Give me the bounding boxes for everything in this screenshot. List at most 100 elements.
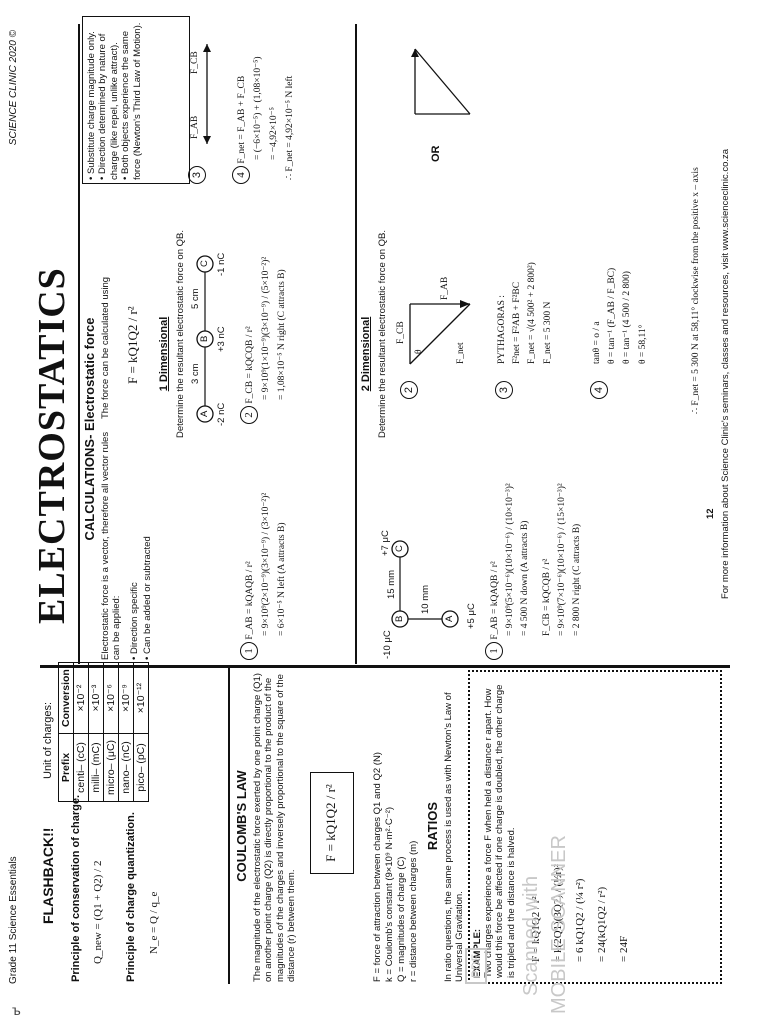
- note-text: Direction determined by nature of charge…: [97, 33, 120, 180]
- definition-item: r = distance between charges (m): [407, 840, 419, 982]
- page-number: 12: [705, 508, 716, 519]
- step-line: F_CB = kQCQB / r²: [541, 558, 552, 636]
- pythagoras-block: PYTHAGORAS : F²net = F²AB + F²BC F_net =…: [495, 184, 556, 364]
- step-number: 2: [240, 406, 258, 424]
- step-line: 1 F_AB = kQAQB / r²: [485, 420, 503, 660]
- table-cell: ×10⁻¹²: [133, 662, 149, 734]
- two-d-charge-c-value: +7 μC: [380, 530, 391, 556]
- step-line: ∴ F_net = 4,92×10⁻⁵ N left: [285, 75, 296, 180]
- coulomb-definitions: F = force of attraction between charges …: [372, 672, 420, 982]
- flashback-heading: FLASHBACK!!: [40, 827, 56, 924]
- watermark-badge: PDF: [465, 948, 487, 984]
- coulomb-heading: COULOMB'S LAW: [234, 770, 249, 882]
- force-cb-label: F_CB: [190, 51, 200, 74]
- two-d-heading: 2 Dimensional: [360, 316, 372, 392]
- two-d-step2: 2: [400, 381, 418, 399]
- units-table: Prefix Conversion centi– (cC)×10⁻² milli…: [58, 662, 149, 802]
- charge-c-circle: [196, 255, 214, 273]
- definition-item: k = Coulomb's constant (9×10⁹ N·m²·C⁻²): [383, 806, 395, 982]
- top-rule: [78, 24, 80, 664]
- step-number: 2: [400, 381, 418, 399]
- one-d-step1: 1 F_AB = kQAQB / r² = 9×10⁹(2×10⁻⁹)(3×10…: [240, 430, 290, 660]
- force-arrowhead: [460, 300, 470, 308]
- table-row: nano– (nC)×10⁻⁹: [118, 662, 134, 802]
- definition-item: Q = magnitudes of charge (C): [395, 856, 407, 982]
- charge-a-circle: [441, 610, 459, 628]
- charge-b-circle: [196, 330, 214, 348]
- table-row: milli– (mC)×10⁻³: [88, 662, 104, 802]
- step-line: 4 F_net = F_AB + F_CB: [232, 19, 250, 184]
- step-text: F_CB = kQCQB / r²: [245, 326, 255, 404]
- conservation-formula: Q_new = (Q1 + Q2) / 2: [92, 860, 104, 964]
- one-d-step2: 2 F_CB = kQCQB / r² = 9×10⁹(1×10⁻⁹)(3×10…: [240, 194, 290, 424]
- trig-line: θ = tan⁻¹ (F_AB / F_BC): [607, 267, 618, 364]
- two-d-vector-fab: F_AB: [440, 276, 450, 300]
- table-row: pico– (pC)×10⁻¹²: [133, 662, 149, 802]
- one-d-step4: 4 F_net = F_AB + F_CB = (−6×10⁻⁵) + (1,0…: [232, 19, 299, 184]
- one-d-heading: 1 Dimensional: [158, 316, 170, 392]
- step-text: F_net = F_AB + F_CB: [237, 75, 247, 164]
- ratios-heading: RATIOS: [425, 801, 440, 851]
- table-cell: milli– (mC): [88, 733, 104, 802]
- step-number: 4: [232, 166, 250, 184]
- note-text: Substitute charge magnitude only.: [86, 31, 97, 175]
- table-cell: ×10⁻³: [88, 662, 104, 734]
- charge-c-value: -1 nC: [216, 252, 227, 276]
- charge-b-label: B: [199, 335, 210, 342]
- charge-c-label: C: [199, 260, 210, 267]
- page-title: ELECTROSTATICS: [31, 267, 73, 624]
- trig-block: tanθ = o / a θ = tan⁻¹ (F_AB / F_BC) θ =…: [590, 184, 651, 364]
- step-text: F_AB = kQAQB / r²: [490, 561, 500, 640]
- step-line: = 9×10⁹(1×10⁻⁹)(3×10⁻⁹) / (5×10⁻²)²: [261, 256, 272, 400]
- trig-line: θ = 58,11°: [637, 324, 648, 364]
- pythagoras-line: F²net = F²AB + F²BC: [512, 281, 523, 364]
- quantization-formula: N_e = Q / q_e: [148, 891, 160, 954]
- units-heading: Unit of charges:: [42, 701, 54, 779]
- definition-item: F = force of attraction between charges …: [372, 752, 383, 982]
- ratio-step: = 24F: [618, 935, 631, 962]
- quantization-heading: Principle of charge quantization.: [125, 812, 137, 982]
- calculations-using: The force can be calculated using: [100, 276, 111, 419]
- table-row: micro– (μC)×10⁻⁶: [103, 662, 119, 802]
- table-cell: centi– (cC): [73, 733, 89, 802]
- two-d-vector-theta: θ: [414, 349, 424, 354]
- ratios-text: In ratio questions, the same process is …: [443, 692, 466, 982]
- bullet-item: • Can be added or subtracted: [142, 536, 154, 660]
- mid-rule: [355, 24, 357, 664]
- distance-ab: 3 cm: [190, 363, 201, 384]
- grade-label: Grade 11 Science Essentials: [8, 856, 19, 984]
- step-line: = 9×10⁹(5×10⁻⁶)(10×10⁻⁶) / (10×10⁻³)²: [505, 483, 516, 636]
- alt-force-net-vector: [414, 48, 471, 115]
- two-d-charge-a-label: A: [444, 615, 455, 622]
- step-line: = 4 500 N down (A attracts B): [520, 520, 531, 636]
- calculations-notes: • Substitute charge magnitude only. • Di…: [82, 16, 190, 184]
- step-number: 4: [590, 381, 608, 399]
- step-line: 2 F_CB = kQCQB / r²: [240, 194, 258, 424]
- trig-line: θ = tan⁻¹ (4 500 / 2 800): [622, 271, 633, 364]
- two-d-charge-a-value: +5 μC: [466, 603, 477, 629]
- step-line: = −4,92×10⁻⁵: [269, 107, 280, 160]
- note-item: • Direction determined by nature of char…: [97, 33, 120, 180]
- step-line: = 9×10⁹(7×10⁻⁶)(10×10⁻⁶) / (15×10⁻³)²: [556, 483, 567, 636]
- bullet-item: • Direction specific: [129, 582, 140, 660]
- coulomb-formula: F = kQ1Q2 / r²: [323, 784, 338, 862]
- charge-a-value: -2 nC: [216, 402, 227, 426]
- coulomb-formula-box: F = kQ1Q2 / r²: [310, 772, 354, 874]
- two-d-vector-triangle-alt: [411, 48, 471, 115]
- or-label: OR: [430, 145, 442, 163]
- two-d-vector-triangle: [409, 300, 471, 365]
- bullet-text: Can be added or subtracted: [142, 536, 154, 655]
- table-cell: pico– (pC): [133, 733, 149, 802]
- one-d-question: Determine the resultant electrostatic fo…: [175, 229, 186, 439]
- step-number: 1: [485, 642, 503, 660]
- ratio-step: = 24(kQ1Q2 / r²): [596, 886, 609, 962]
- step-line: 1 F_AB = kQAQB / r²: [240, 430, 258, 660]
- table-cell: ×10⁻²: [73, 662, 89, 734]
- note-item: • Substitute charge magnitude only.: [86, 31, 97, 180]
- units-header-conversion: Conversion: [58, 662, 74, 734]
- step-line: = 1,08×10⁻⁵ N right (C attracts B): [277, 269, 288, 400]
- pythagoras-line: PYTHAGORAS :: [497, 295, 507, 364]
- table-cell: micro– (μC): [103, 733, 119, 802]
- example-label: EXAMPLE:: [472, 928, 483, 978]
